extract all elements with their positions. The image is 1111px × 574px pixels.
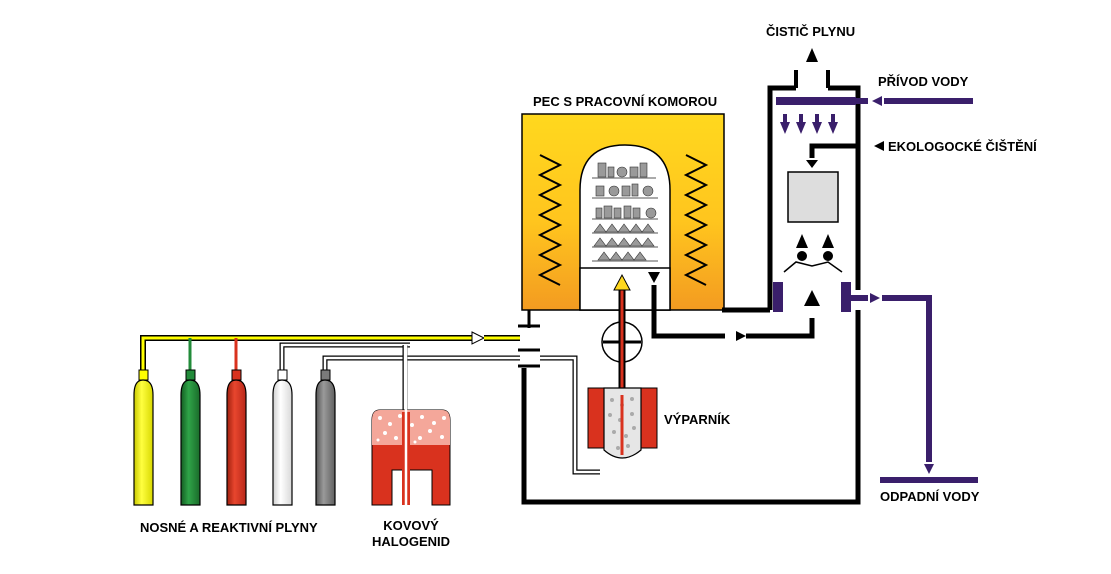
down-arrow-icon [806, 160, 818, 168]
green-gas-cylinder [180, 369, 201, 506]
left-arrow-icon [872, 96, 882, 106]
nozzle-icon [780, 114, 838, 134]
waste-water-label: ODPADNÍ VODY [880, 489, 980, 504]
up-arrow-icon [804, 290, 820, 306]
gas-cleaner-label: ČISTIČ PLYNU [766, 24, 855, 39]
red-gas-cylinder [226, 369, 247, 506]
gas-cylinders [133, 369, 336, 506]
gas-scrubber-tower [767, 48, 861, 312]
water-lines [851, 96, 978, 483]
down-arrow-icon [648, 272, 660, 283]
yellow-gas-cylinder [133, 369, 154, 506]
water-inlet-label: PŘÍVOD VODY [878, 74, 969, 89]
right-arrow-icon [870, 293, 880, 303]
burner-icon [796, 234, 834, 261]
gas-manifold [140, 331, 600, 475]
right-arrow-icon [736, 331, 746, 341]
heating-coil-icon [683, 154, 709, 286]
furnace-label: PEC S PRACOVNÍ KOMOROU [533, 94, 717, 109]
left-arrow-icon [874, 141, 884, 151]
right-arrow-icon [471, 331, 486, 345]
up-arrow-icon [613, 273, 631, 291]
metal-halide-label: KOVOVÝ [383, 518, 439, 533]
heating-coil-icon [537, 154, 563, 286]
furnace-pipes [518, 272, 861, 505]
up-arrow-icon [806, 48, 818, 62]
white-gas-cylinder [272, 369, 293, 506]
carrier-gases-label: NOSNÉ A REAKTIVNÍ PLYNY [140, 520, 318, 535]
metal-halide-container [371, 345, 451, 506]
gray-gas-cylinder [315, 369, 336, 506]
labels: ČISTIČ PLYNU PŘÍVOD VODY EKOLOGOCKÉ ČIŠT… [140, 24, 1037, 549]
evaporator-label: VÝPARNÍK [664, 412, 731, 427]
eco-cleaning-label: EKOLOGOCKÉ ČIŠTĚNÍ [888, 139, 1037, 154]
down-arrow-icon [924, 464, 934, 474]
evaporator [587, 387, 658, 459]
metal-halide-label-2: HALOGENID [372, 534, 450, 549]
